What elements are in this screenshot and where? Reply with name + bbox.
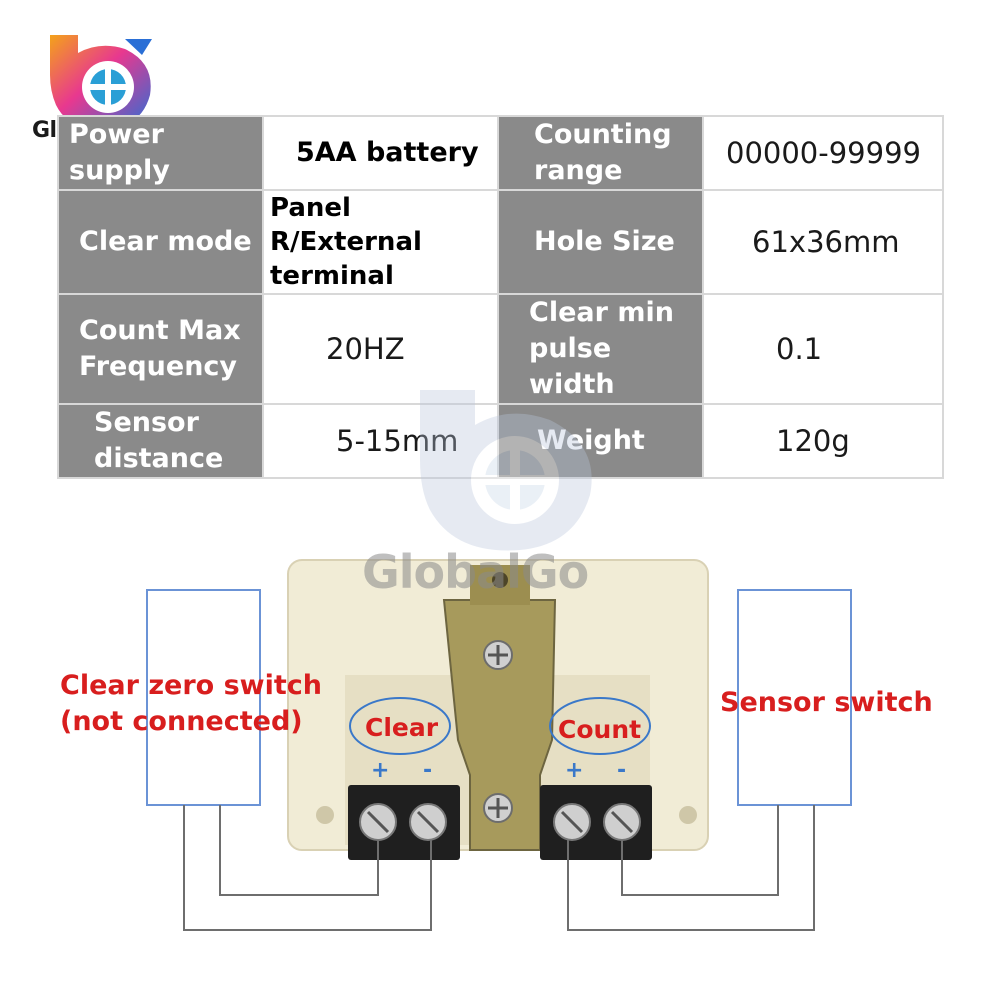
mount-hole-right: [679, 806, 697, 824]
spec-value-cell: Panel R/External terminal: [262, 189, 499, 295]
wire-clear-minus: [183, 805, 432, 931]
spec-label: Count Max Frequency: [79, 315, 241, 382]
spec-label: Hole Size: [534, 226, 675, 257]
mount-hole-left: [316, 806, 334, 824]
spec-label-cell: Weight: [497, 403, 704, 479]
spec-label: Clear mode: [79, 226, 252, 257]
clear-label: Clear: [365, 713, 439, 742]
spec-label: Weight: [537, 425, 645, 456]
count-minus-label: -: [617, 758, 626, 783]
spec-value: Panel R/External terminal: [270, 193, 422, 291]
count-plus-label: +: [565, 758, 583, 783]
spec-label: Counting range: [534, 119, 672, 186]
count-circle: [549, 697, 651, 755]
wiring-diagram: Clear Count + - + -: [146, 559, 852, 931]
spec-label-cell: Counting range: [497, 115, 704, 191]
spec-value-cell: 0.1: [702, 293, 944, 405]
sensor-switch-box: [737, 589, 852, 806]
terminal-screw: [359, 803, 397, 841]
spec-label: Power supply: [69, 119, 170, 186]
wire-count-plus: [567, 805, 815, 931]
sensor-switch-label: Sensor switch: [720, 687, 933, 718]
spec-label-cell: Clear min pulse width: [497, 293, 704, 405]
count-label: Count: [558, 715, 641, 744]
terminal-screw: [409, 803, 447, 841]
spec-value-cell: 5AA battery: [262, 115, 499, 191]
spec-value-cell: 00000-99999: [702, 115, 944, 191]
spec-label-cell: Power supply: [57, 115, 264, 191]
clear-minus-label: -: [423, 758, 432, 783]
clear-zero-switch-label: Clear zero switch: [60, 670, 323, 701]
bracket-screw-bottom: [483, 793, 513, 823]
spec-value: 0.1: [776, 332, 823, 366]
wire-count-minus: [621, 805, 779, 896]
bracket-top-hole: [492, 572, 508, 588]
spec-value: 61x36mm: [752, 225, 900, 259]
watermark-logo: [420, 390, 592, 551]
spec-label: Sensor distance: [94, 407, 224, 474]
spec-value: 00000-99999: [726, 136, 921, 170]
watermark-text: GlobalGo: [362, 545, 589, 599]
spec-label-cell: Count Max Frequency: [57, 293, 264, 405]
spec-value-cell: 120g: [702, 403, 944, 479]
clear-circle: [349, 697, 451, 755]
spec-value-cell: 61x36mm: [702, 189, 944, 295]
spec-label-cell: Hole Size: [497, 189, 704, 295]
wire-clear-plus: [219, 805, 379, 896]
globalgo-logo: [50, 35, 152, 130]
clear-plus-label: +: [371, 758, 389, 783]
spec-value-cell: 5-15mm: [262, 403, 499, 479]
spec-value: 5AA battery: [296, 137, 479, 168]
spec-value: 20HZ: [326, 332, 405, 366]
spec-label-cell: Sensor distance: [57, 403, 264, 479]
bracket-screw-top: [483, 640, 513, 670]
spec-value-cell: 20HZ: [262, 293, 499, 405]
terminal-screw: [553, 803, 591, 841]
spec-label-cell: Clear mode: [57, 189, 264, 295]
not-connected-label: (not connected): [60, 706, 303, 737]
spec-label: Clear min pulse width: [529, 297, 674, 400]
terminal-screw: [603, 803, 641, 841]
spec-table: Power supply 5AA battery Counting range …: [57, 115, 944, 479]
spec-value: 120g: [776, 424, 850, 458]
clear-zero-switch-box: [146, 589, 261, 806]
spec-value: 5-15mm: [336, 424, 459, 458]
